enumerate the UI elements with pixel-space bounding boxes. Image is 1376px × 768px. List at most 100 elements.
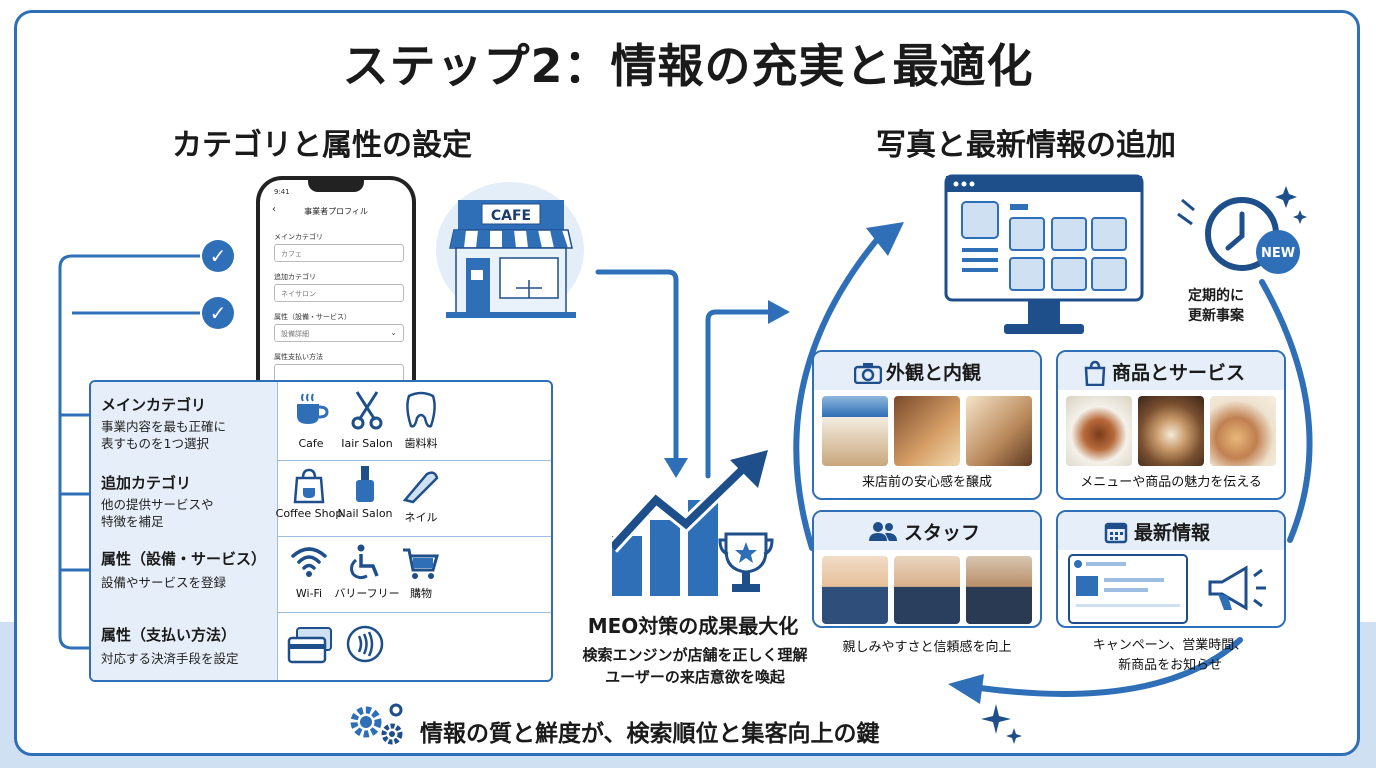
desc-line: 特徴を補足 — [101, 514, 164, 529]
camera-icon — [854, 363, 882, 384]
calendar-icon — [1104, 522, 1128, 544]
category-row-label: 属性（設備・サービス） 設備やサービスを登録 — [91, 536, 278, 612]
credit-card-icon — [287, 627, 332, 664]
card-caption: キャンペーン、営業時間、新商品をお知らせ — [1060, 636, 1280, 676]
category-row-desc: 対応する決済手段を設定 — [101, 650, 239, 667]
phone-field-label: 属性支払い方法 — [274, 353, 323, 361]
desc-line: 事業内容を最も正確に — [101, 419, 227, 434]
shopping-bag-icon — [1084, 360, 1106, 386]
category-icon-label: 歯料料 — [404, 437, 438, 450]
coffee-cup-icon — [297, 393, 329, 424]
desc-line: 他の提供サービスや — [101, 497, 214, 512]
megaphone-icon — [1208, 565, 1266, 611]
dining-photo — [966, 396, 1032, 466]
staff-photo — [822, 556, 888, 624]
coffee-bag-icon — [293, 468, 325, 504]
category-table: メインカテゴリ 事業内容を最も正確に表すものを1つ選択 Cafe Iair Sa… — [89, 380, 553, 682]
card-caption: 来店前の安心感を醸成 — [861, 475, 992, 490]
scissors-icon — [351, 391, 383, 430]
desc-line: 表すものを1つ選択 — [101, 436, 209, 451]
chevron-down-icon: ⌄ — [390, 328, 397, 337]
card-header — [814, 352, 1040, 390]
phone-field-value: 設備詳細 — [281, 330, 309, 338]
phone-field-label: 属性（設備・サービス） — [274, 313, 351, 321]
phone-field-extra-category[interactable]: ネイサロン — [274, 284, 404, 302]
phone-time: 9:41 — [274, 188, 290, 196]
footer-message: 情報の質と鮮度が、検索順位と集客向上の鍵 — [420, 721, 880, 747]
staff-photo — [894, 556, 960, 624]
phone-mockup: 9:41 ‹ 事業者プロフィル メインカテゴリ カフェ 追加カテゴリ ネイサロン… — [256, 176, 416, 406]
category-row-head: 属性（支払い方法） — [101, 626, 237, 644]
interior-photo — [894, 396, 960, 466]
card-header — [1058, 352, 1284, 390]
phone-field-main-category[interactable]: カフェ — [274, 244, 404, 262]
category-icon-label: Iair Salon — [341, 437, 393, 450]
phone-field-label: 追加カテゴリ — [274, 273, 316, 281]
page-title: ステップ2：情報の充実と最適化 — [342, 39, 1034, 93]
center-sub-line: ユーザーの来店意欲を喚起 — [605, 668, 785, 686]
wifi-icon — [291, 547, 327, 577]
card-caption: メニューや商品の魅力を伝える — [1080, 475, 1262, 490]
category-icon-label: バリーフリー — [334, 587, 400, 600]
category-icon-label: Cafe — [298, 437, 324, 450]
nail-polish-icon — [356, 466, 374, 502]
card-title: 外観と内観 — [886, 362, 982, 384]
category-row-label: 追加カテゴリ 他の提供サービスや特徴を補足 — [91, 460, 278, 536]
category-row: 追加カテゴリ 他の提供サービスや特徴を補足 Coffee Shop Nail S… — [91, 460, 551, 537]
category-icon-label: ネイル — [404, 511, 438, 524]
cafe-storefront-icon: CAFE — [446, 200, 576, 318]
phone-field-attributes[interactable]: 設備詳細 ⌄ — [274, 324, 404, 342]
category-icon-label: Wi-Fi — [295, 587, 323, 600]
category-row-desc: 設備やサービスを登録 — [101, 574, 226, 591]
sparkle-icon — [981, 704, 1022, 744]
card-title: 最新情報 — [1134, 522, 1211, 544]
card-products-services: 商品とサービス メニューや商品の魅力を伝える — [1056, 350, 1286, 500]
card-exterior-interior: 外観と内観 来店前の安心感を醸成 — [812, 350, 1042, 500]
category-row-desc: 他の提供サービスや特徴を補足 — [101, 496, 214, 530]
tooth-icon — [406, 391, 436, 428]
dish-photo — [1066, 396, 1132, 466]
card-staff: スタッフ — [812, 510, 1042, 628]
new-badge: NEW — [1261, 246, 1295, 261]
check-icon: ✓ — [202, 297, 234, 329]
center-sub-line: 検索エンジンが店舗を正しく理解 — [582, 646, 808, 664]
coffee-photo — [1138, 396, 1204, 466]
check-icon: ✓ — [202, 240, 234, 272]
desc-line: 設備やサービスを登録 — [101, 575, 227, 590]
update-note: 定期的に更新事案 — [1176, 286, 1256, 326]
contactless-icon — [346, 625, 384, 663]
category-row-label: メインカテゴリ 事業内容を最も正確に表すものを1つ選択 — [91, 382, 278, 460]
pastry-photo — [1210, 396, 1276, 466]
category-icon-label: Coffee Shop — [275, 507, 343, 520]
category-row: 属性（支払い方法） 対応する決済手段を設定 — [91, 612, 551, 680]
category-icon-label: Nail Salon — [337, 507, 393, 520]
staff-photo — [966, 556, 1032, 624]
caption-line: キャンペーン、営業時間、 — [1092, 638, 1248, 653]
phone-notch — [308, 180, 364, 192]
social-post-icon — [1068, 554, 1188, 624]
cafe-sign-text: CAFE — [491, 208, 531, 224]
category-icon-label: 購物 — [410, 587, 432, 600]
card-latest-news: 最新情報 — [1056, 510, 1286, 628]
phone-field-label: メインカテゴリ — [274, 233, 323, 241]
center-sub: 検索エンジンが店舗を正しく理解ユーザーの来店意欲を喚起 — [540, 644, 850, 688]
growth-chart-icon — [612, 450, 774, 596]
caption-line: 新商品をお知らせ — [1118, 658, 1222, 673]
card-title: スタッフ — [904, 522, 981, 544]
category-row: メインカテゴリ 事業内容を最も正確に表すものを1つ選択 Cafe Iair Sa… — [91, 382, 551, 461]
phone-header: 事業者プロフィル — [304, 207, 368, 216]
back-icon[interactable]: ‹ — [272, 204, 276, 215]
nail-icon — [402, 471, 439, 504]
left-section-title: カテゴリと属性の設定 — [172, 128, 472, 163]
card-header — [814, 512, 1040, 550]
category-row: 属性（設備・サービス） 設備やサービスを登録 Wi-Fi バリーフリー 購物 — [91, 536, 551, 613]
category-row-head: メインカテゴリ — [101, 396, 207, 414]
cart-icon — [403, 548, 439, 579]
category-row-head: 追加カテゴリ — [101, 474, 192, 492]
note-line: 更新事案 — [1188, 308, 1244, 324]
category-row-desc: 事業内容を最も正確に表すものを1つ選択 — [101, 418, 226, 452]
monitor-icon — [944, 174, 1144, 334]
people-icon — [869, 522, 897, 541]
clock-icon: NEW — [1177, 186, 1307, 274]
